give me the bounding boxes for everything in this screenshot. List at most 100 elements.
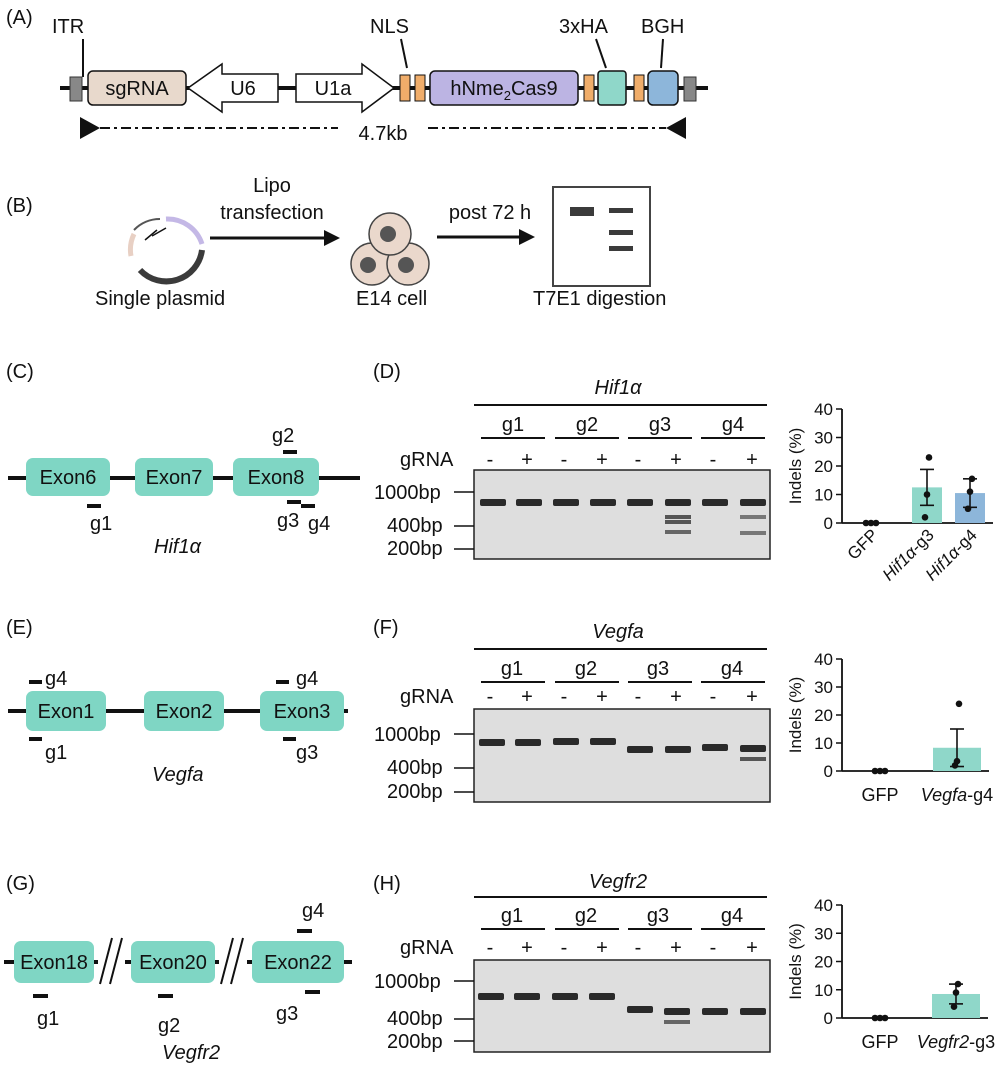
size-label: 4.7kb <box>359 123 408 145</box>
category-text: GFP <box>861 785 898 805</box>
itr-left <box>69 76 83 102</box>
minus-sign: - <box>710 686 717 708</box>
y-tick-label: 20 <box>814 457 833 476</box>
gel-band-cleaved <box>665 520 691 524</box>
ha-pointer <box>595 38 607 69</box>
exon-box <box>252 941 344 983</box>
exon-box <box>144 691 224 731</box>
guide-label: g4 <box>45 668 67 690</box>
y-tick-label: 10 <box>814 981 833 1000</box>
gel-band-cleaved <box>740 757 766 761</box>
lane-group-label: g3 <box>647 658 669 680</box>
size-arrow-left <box>80 117 100 139</box>
panel-c: (C) Exon6 Exon7 Exon8 g2 g1 g3 g4 Hif1α <box>6 361 360 558</box>
guide-mark <box>305 990 320 994</box>
panel-e-letter: (E) <box>6 617 33 639</box>
exon-box <box>233 458 319 496</box>
nls-box-1 <box>399 74 411 102</box>
exon-label: Exon2 <box>156 701 213 723</box>
u6-label: U6 <box>230 78 256 100</box>
guide-label: g2 <box>272 425 294 447</box>
break-mark <box>109 937 123 985</box>
data-point <box>952 989 960 996</box>
y-axis-label: Indels (%) <box>786 677 805 754</box>
data-point <box>881 1014 889 1022</box>
ladder-label: 400bp <box>387 1008 443 1030</box>
gel-band-cleaved <box>740 515 766 519</box>
minus-sign: - <box>635 449 642 471</box>
u6-promoter-arrow <box>186 62 279 114</box>
break-mark <box>230 937 244 985</box>
plus-sign: + <box>596 449 608 471</box>
ladder-label: 200bp <box>387 538 443 560</box>
y-tick-label: 10 <box>814 486 833 505</box>
u1a-label: U1a <box>315 78 353 100</box>
guide-mark <box>158 994 173 998</box>
lane-group-label: g2 <box>576 414 598 436</box>
exon-label: Exon22 <box>264 952 332 974</box>
panel-g-letter: (G) <box>6 873 35 895</box>
minus-sign: - <box>635 686 642 708</box>
guide-label: g1 <box>45 742 67 764</box>
data-point <box>925 454 933 461</box>
y-tick-label: 30 <box>814 429 833 448</box>
data-point <box>876 767 884 775</box>
panel-h: (H) Vegfr2 g1 g2 g3 g4 gRNA - + - + - + … <box>373 871 771 1053</box>
guide-mark <box>283 450 297 454</box>
guide-mark <box>276 680 289 684</box>
minus-sign: - <box>487 449 494 471</box>
gel-band <box>479 739 505 746</box>
minus-sign: - <box>487 937 494 959</box>
data-point <box>954 980 962 988</box>
ladder-label: 1000bp <box>374 482 441 504</box>
exon-label: Exon3 <box>274 701 331 723</box>
itr-right <box>683 76 697 102</box>
gel-band <box>553 738 579 745</box>
guide-mark <box>87 504 101 508</box>
guide-label: g4 <box>308 513 330 535</box>
guide-mark <box>33 994 48 998</box>
gel-band <box>516 499 542 506</box>
ladder-label: 400bp <box>387 515 443 537</box>
panel-h-letter: (H) <box>373 873 401 895</box>
data-point <box>923 491 931 498</box>
gene-label: Vegfr2 <box>162 1042 220 1064</box>
u1a-promoter-arrow <box>295 62 396 114</box>
ha-box <box>597 70 627 106</box>
gel-band <box>589 993 615 1000</box>
gel-band <box>515 739 541 746</box>
panel-b: (B) Single plasmid Lipo transfection E14… <box>6 175 666 310</box>
guide-mark <box>29 737 42 741</box>
guide-label: g3 <box>296 742 318 764</box>
y-tick-label: 20 <box>814 706 833 725</box>
panel-d-letter: (D) <box>373 361 401 383</box>
category-suffix: -g3 <box>969 1032 995 1052</box>
guide-mark <box>283 737 296 741</box>
data-point <box>862 519 870 527</box>
grna-label: gRNA <box>400 937 454 959</box>
exon-box <box>14 941 94 983</box>
exon-label: Exon1 <box>38 701 95 723</box>
gel-band <box>740 745 766 752</box>
post72-label: post 72 h <box>449 202 531 224</box>
grna-label: gRNA <box>400 449 454 471</box>
gel-band <box>480 499 506 506</box>
lane-group-label: g2 <box>575 905 597 927</box>
category-label: GFP <box>844 525 882 563</box>
y-tick-label: 0 <box>824 762 833 781</box>
gene-label: Vegfa <box>152 764 204 786</box>
plus-sign: + <box>596 686 608 708</box>
category-gene: Vegfa <box>921 785 967 805</box>
y-tick-label: 0 <box>824 1009 833 1028</box>
ladder-label: 1000bp <box>374 971 441 993</box>
guide-label: g1 <box>37 1008 59 1030</box>
data-point <box>968 475 976 483</box>
exon-box <box>131 941 215 983</box>
lane-group-label: g1 <box>502 414 524 436</box>
guide-label: g3 <box>277 510 299 532</box>
exon-label: Exon6 <box>40 467 97 489</box>
gel-gene-title: Vegfr2 <box>589 871 647 893</box>
plasmid-label: Single plasmid <box>95 288 225 310</box>
